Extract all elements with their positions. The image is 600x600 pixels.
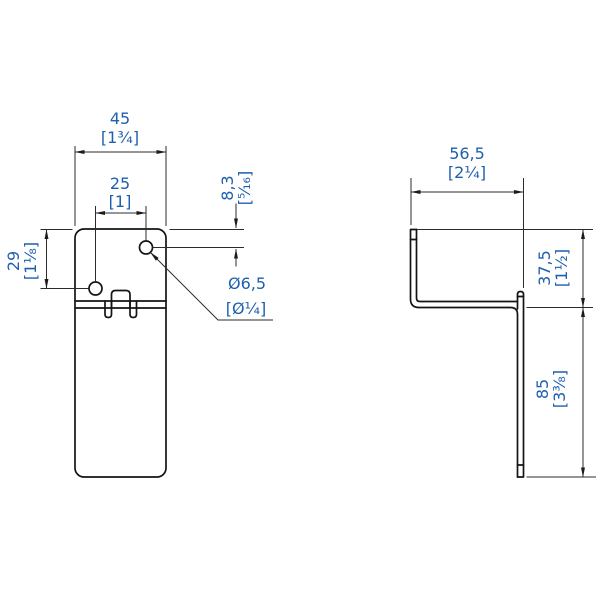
tab-foot-right xyxy=(129,300,138,319)
depth-extension-lines xyxy=(410,178,524,288)
hole-side-offset-dim-in: [1¹⁄₈] xyxy=(21,242,40,280)
hole-top-offset-dim-mm: 8,3 xyxy=(218,175,237,200)
hole-diameter-dim-in: [Ø¹⁄₄] xyxy=(226,299,267,318)
hole-spacing-dim-in: [1] xyxy=(109,192,132,211)
profile-inner-contour xyxy=(415,228,519,303)
mounting-tab xyxy=(110,289,131,309)
width-extension-lines xyxy=(74,146,167,226)
tab-foot-left xyxy=(104,300,113,319)
hole-spacing-dim-mm: 25 xyxy=(110,174,130,193)
front-wall-and-tab xyxy=(516,290,525,478)
hole-side-offset-extension-lines xyxy=(40,229,89,289)
hole-bottom-left xyxy=(88,281,103,296)
plate-outline xyxy=(74,228,167,478)
width-dim-mm: 45 xyxy=(110,109,130,128)
width-dim-in: [1³⁄₄] xyxy=(101,128,139,147)
depth-dim-in: [2¹⁄₄] xyxy=(448,163,486,182)
depth-dim-mm: 56,5 xyxy=(449,144,485,163)
lower-height-dim-in: [3³⁄₈] xyxy=(550,370,569,408)
upper-height-dim-mm: 37,5 xyxy=(535,250,554,286)
front-view: 45 [1³⁄₄] 25 [1] 8,3 [⁵⁄₁₆] 29 [1¹⁄₈] Ø6… xyxy=(4,109,273,478)
hole-diameter-leader-line xyxy=(150,252,273,321)
lower-height-dim-mm: 85 xyxy=(533,379,552,399)
hole-side-offset-dim-mm: 29 xyxy=(4,251,23,271)
hole-top-offset-extension-lines xyxy=(152,229,244,248)
upper-height-dim-in: [1¹⁄₂] xyxy=(552,249,571,287)
hole-spacing-extension-lines xyxy=(95,206,147,281)
profile-outer-contour xyxy=(409,228,519,478)
hole-top-offset-dim-in: [⁵⁄₁₆] xyxy=(235,171,254,205)
hole-diameter-dim-mm: Ø6,5 xyxy=(228,274,266,293)
hole-top-right xyxy=(138,240,154,255)
side-view: 56,5 [2¹⁄₄] 37,5 [1¹⁄₂] 85 [3³⁄₈] xyxy=(409,144,596,478)
